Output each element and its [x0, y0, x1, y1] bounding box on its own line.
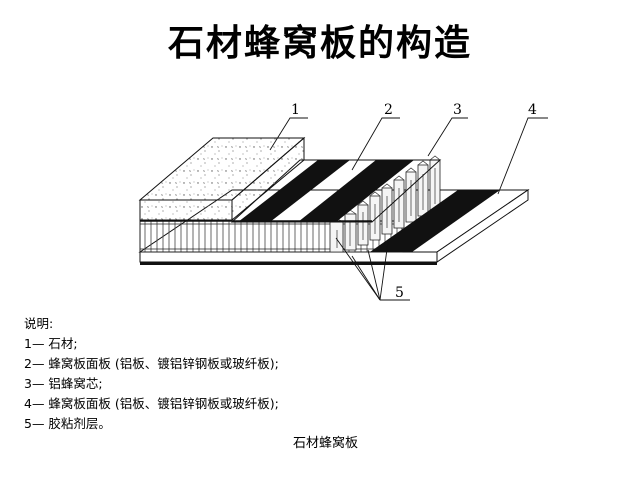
legend-item: 5— 胶粘剂层。 [24, 416, 111, 431]
leader-lines [269, 117, 548, 301]
label-1: 1 [291, 102, 300, 118]
adhesive-strips [140, 160, 500, 265]
label-5: 5 [395, 285, 404, 301]
legend-item: 4— 蜂窝板面板 (铝板、镀铝锌钢板或玻纤板); [24, 396, 279, 411]
legend: 说明: 1— 石材; 2— 蜂窝板面板 (铝板、镀铝锌钢板或玻纤板); 3— 铝… [24, 314, 279, 434]
figure-caption: 石材蜂窝板 [293, 436, 359, 451]
legend-item: 3— 铝蜂窝芯; [24, 376, 103, 391]
legend-heading: 说明: [24, 316, 54, 331]
label-2: 2 [384, 102, 393, 118]
stone-slab [138, 136, 306, 222]
legend-item: 1— 石材; [24, 336, 78, 351]
label-3: 3 [453, 102, 462, 118]
legend-item: 2— 蜂窝板面板 (铝板、镀铝锌钢板或玻纤板); [24, 356, 279, 371]
page-title: 石材蜂窝板的构造 [167, 22, 472, 64]
label-4: 4 [528, 102, 537, 118]
